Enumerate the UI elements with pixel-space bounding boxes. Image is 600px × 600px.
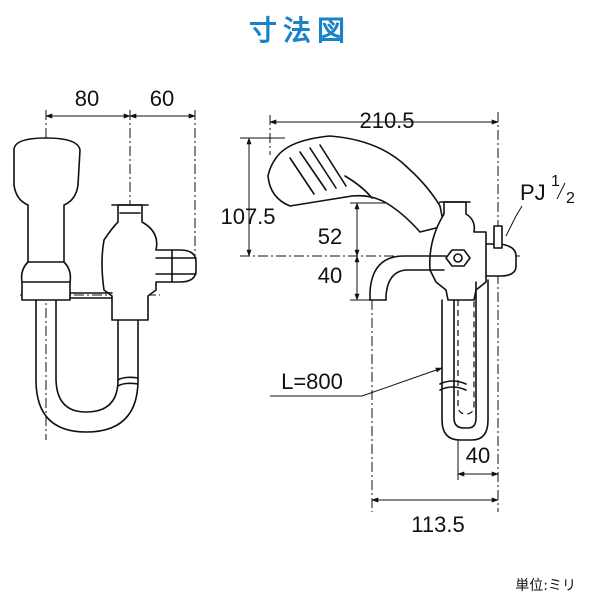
thread-label: PJ [520, 180, 546, 205]
nut-center [453, 253, 463, 263]
faucet-body-side [101, 204, 197, 321]
head-rib-4 [289, 157, 315, 195]
dim-80: 80 [75, 86, 99, 111]
faucet-body-front [428, 201, 517, 301]
spout-outer [369, 255, 447, 301]
hose-band-front-2 [439, 386, 467, 391]
hose-side-inner [55, 299, 119, 413]
hose-band-1 [117, 376, 139, 381]
thread-nub [493, 225, 503, 249]
hose-front-outer [441, 279, 489, 441]
thread-fraction-slash [556, 182, 566, 200]
head-rib-2 [309, 147, 337, 189]
spout-inner [385, 269, 445, 301]
dim-113-5: 113.5 [411, 512, 464, 537]
hidden-hose-bend [457, 300, 475, 415]
hose-side-outer [35, 299, 139, 433]
hose-length-label: L=800 [281, 369, 343, 394]
front-view: 210.5 107.5 52 40 L=800 40 113.5 PJ 1 2 [220, 108, 575, 537]
dim-40-horizontal: 40 [466, 443, 490, 468]
thread-leader [505, 215, 517, 237]
hose-band-2 [117, 382, 139, 387]
side-view: 80 60 [13, 86, 197, 440]
head-rib-1 [299, 151, 327, 191]
drawing-title: 寸法図 [249, 14, 351, 47]
shower-head-side [13, 137, 81, 301]
head-rib-3 [319, 144, 347, 187]
dim-52: 52 [318, 224, 342, 249]
hose-front-inner [453, 281, 477, 429]
hose-band-front-1 [439, 380, 467, 385]
head-detail [344, 175, 373, 199]
thread-denominator: 2 [566, 190, 575, 207]
thread-numerator: 1 [551, 173, 560, 190]
dim-210-5: 210.5 [359, 108, 414, 133]
unit-note: 単位:ミリ [515, 578, 576, 594]
leader-line-hose [361, 367, 443, 397]
dim-107-5: 107.5 [220, 204, 275, 229]
dim-40-vertical: 40 [318, 263, 342, 288]
dim-60: 60 [150, 86, 174, 111]
thread-leader-2 [515, 205, 523, 217]
